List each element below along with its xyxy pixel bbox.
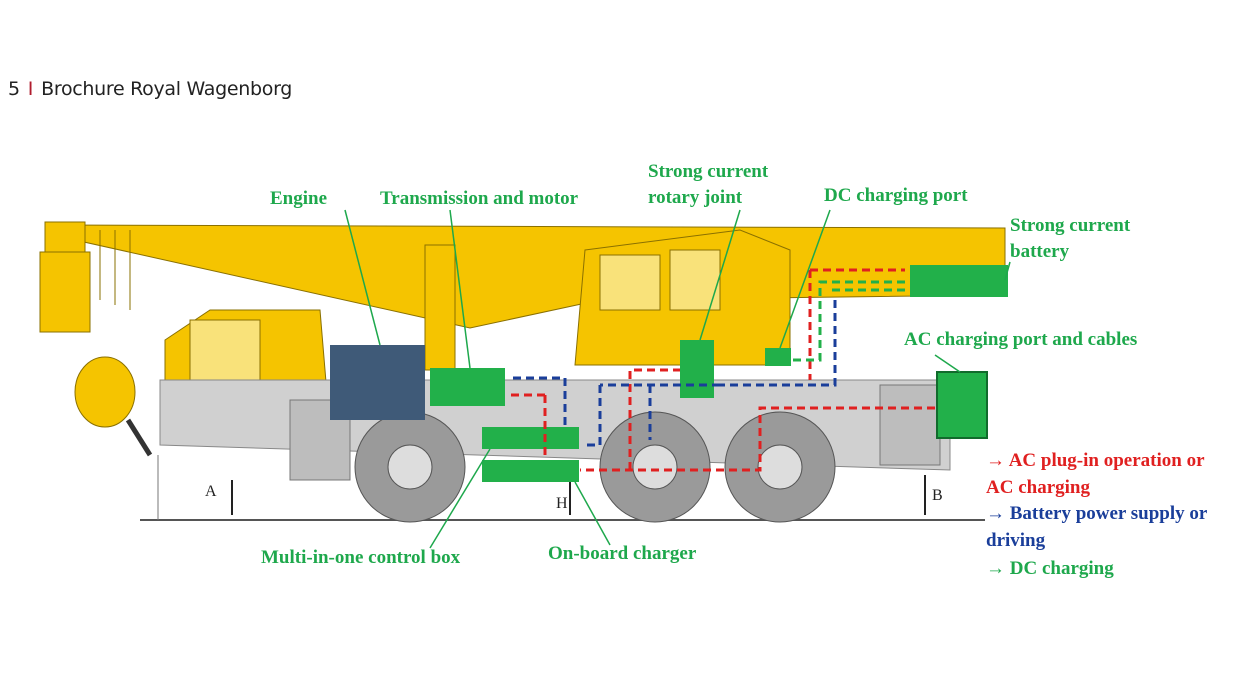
label-control-box: Multi-in-one control box — [261, 547, 461, 568]
dimension-a: A — [205, 483, 217, 500]
label-battery-line2: battery — [1010, 241, 1070, 262]
page-number: 5 — [8, 78, 20, 100]
header-separator: I — [27, 78, 34, 100]
arrow-right-icon: → — [986, 450, 1005, 471]
label-rotary-joint-line2: rotary joint — [648, 187, 743, 208]
label-dc-port: DC charging port — [824, 185, 968, 206]
arrow-right-icon: → — [986, 503, 1005, 524]
legend-ac-text: AC plug-in operation or — [1008, 450, 1205, 471]
legend-dc-text: DC charging — [1009, 558, 1114, 579]
boom-head — [44, 221, 86, 253]
dimension-h: H — [556, 495, 568, 512]
legend-battery-text: Battery power supply or — [1009, 503, 1208, 524]
legend-battery: → Battery power supply or — [986, 500, 1207, 527]
boom — [58, 224, 1006, 329]
wheels — [354, 411, 836, 523]
transmission-motor-block — [430, 368, 505, 406]
arrow-right-icon: → — [986, 558, 1005, 579]
luffing-cylinder — [424, 244, 456, 371]
label-rotary-joint-line1: Strong current — [648, 161, 769, 182]
hook — [125, 418, 153, 457]
control-box-block — [482, 427, 579, 449]
rotary-joint-block — [680, 340, 714, 398]
dimension-b: B — [932, 487, 943, 504]
on-board-charger-block — [482, 460, 579, 482]
legend-dc: → DC charging — [986, 555, 1114, 582]
hook-block — [74, 356, 136, 428]
leader-lines — [344, 209, 1011, 549]
label-battery-line1: Strong current — [1010, 215, 1131, 236]
engine-block — [330, 345, 425, 420]
label-engine: Engine — [270, 188, 328, 209]
battery-block — [910, 265, 1008, 297]
hook-block-arm — [39, 251, 91, 333]
brochure-title: Brochure Royal Wagenborg — [41, 78, 293, 100]
label-charger: On-board charger — [548, 543, 697, 564]
legend-battery-cont: driving — [986, 530, 1046, 551]
ac-charging-port-block — [936, 371, 988, 439]
label-transmission: Transmission and motor — [380, 188, 579, 209]
flow-paths — [510, 268, 935, 472]
label-ac-port: AC charging port and cables — [904, 329, 1138, 350]
legend-ac: → AC plug-in operation or — [986, 447, 1205, 474]
legend-ac-cont: AC charging — [986, 477, 1090, 498]
dc-charging-port-block — [765, 348, 791, 366]
